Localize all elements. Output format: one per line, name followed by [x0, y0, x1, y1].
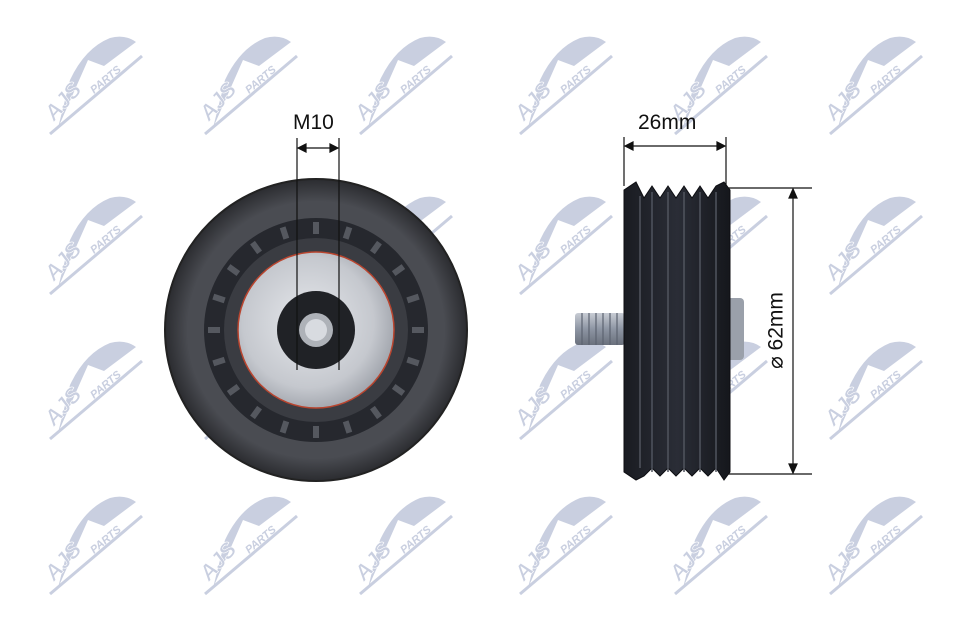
- width-label: 26mm: [638, 111, 697, 134]
- width-dimension-lines: [623, 137, 727, 186]
- bore-size-label: M10: [293, 111, 334, 134]
- diameter-dimension-lines: [728, 187, 812, 475]
- bore-dimension-lines: [296, 138, 340, 370]
- front-view-pulley: [164, 178, 468, 482]
- diameter-label: ⌀ 62mm: [764, 292, 788, 369]
- side-view-pulley: [575, 181, 744, 481]
